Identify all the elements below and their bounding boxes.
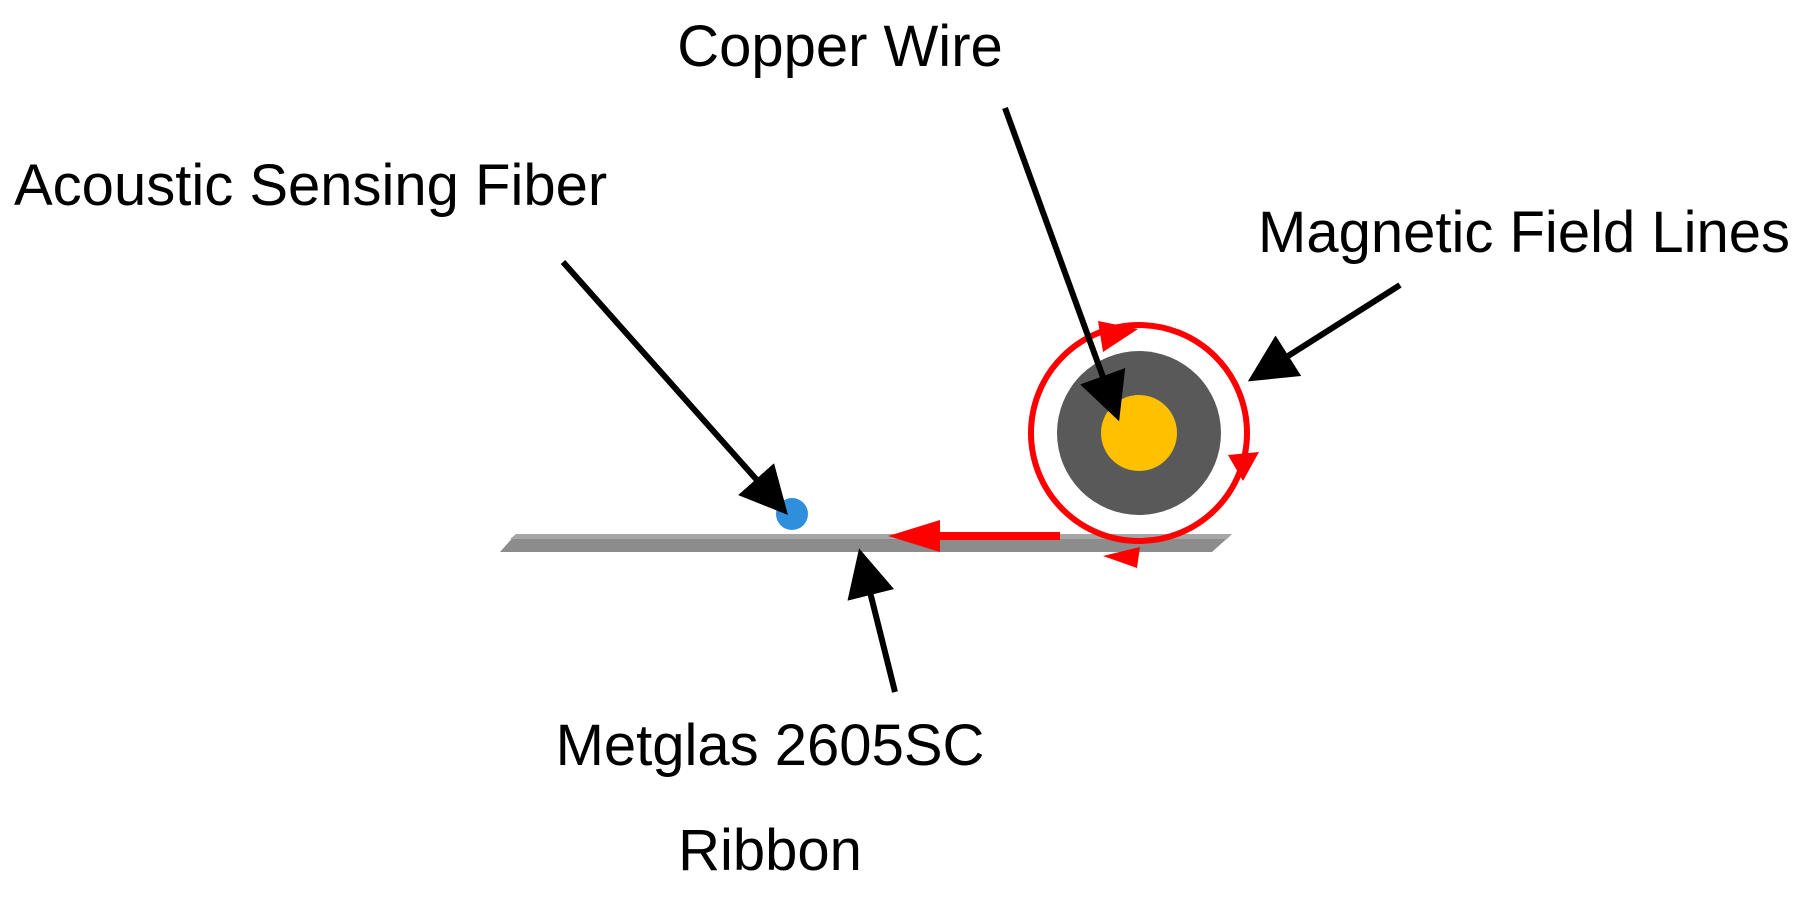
copper-wire-label: Copper Wire [677, 14, 1003, 79]
ribbon-field-arrow-head [888, 520, 940, 552]
field-direction-arrow-right [1228, 452, 1259, 481]
ribbon-label-line2: Ribbon [678, 818, 862, 883]
ribbon-label-line1: Metglas 2605SC [556, 713, 985, 778]
field-direction-arrow-top [1098, 321, 1138, 352]
magnetic-field-label: Magnetic Field Lines [1258, 200, 1790, 265]
acoustic-fiber-label: Acoustic Sensing Fiber [14, 153, 607, 218]
magnetic-field-pointer [1247, 282, 1402, 382]
field-direction-arrow-bottom [1103, 547, 1140, 568]
acoustic-fiber-pointer [560, 260, 788, 515]
copper-wire-pointer [1002, 106, 1126, 422]
ribbon-pointer [847, 548, 898, 693]
magnetic-field-loop [1028, 322, 1250, 544]
